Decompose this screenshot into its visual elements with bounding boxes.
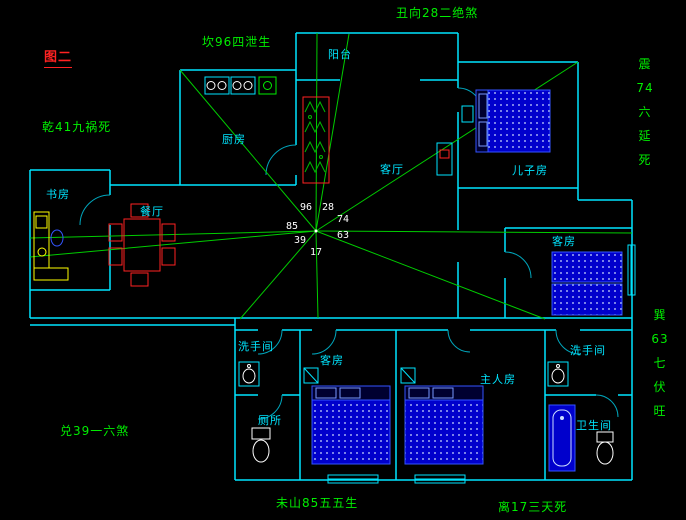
label-master-room: 主人房	[480, 373, 516, 386]
kitchen-sink	[258, 76, 277, 95]
sink-washroom-right	[547, 361, 569, 387]
sink-washroom-left	[238, 361, 260, 387]
label-dining: 餐厅	[140, 205, 164, 218]
bathtub	[548, 404, 576, 472]
nightstand-son-room	[461, 105, 474, 123]
bunk-beds-guest-right	[551, 251, 623, 316]
walls	[29, 32, 633, 481]
label-guest-room-bottom: 客房	[320, 354, 344, 367]
compass-number-28: 28	[322, 202, 335, 213]
label-washroom-right: 洗手间	[570, 344, 606, 357]
plant-screen	[302, 96, 330, 184]
compass-center-point	[314, 229, 318, 233]
label-balcony: 阳台	[328, 48, 352, 61]
compass-number-96: 96	[300, 202, 313, 213]
kitchen-stove	[204, 76, 256, 95]
study-desk	[33, 211, 69, 281]
label-toilet: 厕所	[258, 414, 282, 427]
bed-guest-bottom	[311, 385, 391, 465]
figure-label: 图二	[44, 50, 73, 68]
annotation-li: 离17三天死	[498, 500, 568, 514]
compass-number-74: 74	[337, 214, 350, 225]
annotation-xun: 巽 63 七 伏 旺	[651, 308, 669, 418]
label-guest-room-right: 客房	[552, 235, 576, 248]
compass-number-63: 63	[337, 230, 350, 241]
windows	[327, 244, 636, 484]
label-study: 书房	[46, 188, 70, 201]
label-son-room: 儿子房	[512, 164, 548, 177]
desk-chair	[50, 229, 64, 247]
toilet-bathroom	[596, 431, 614, 465]
annotation-qian: 乾41九祸死	[42, 120, 112, 134]
label-washroom-left: 洗手间	[238, 340, 274, 353]
annotation-dui: 兑39一六煞	[60, 424, 130, 438]
annotation-kan: 坎96四泄生	[202, 35, 272, 49]
compass-number-17: 17	[310, 247, 323, 258]
annotation-chou: 丑向28二绝煞	[396, 6, 479, 20]
label-kitchen: 厨房	[222, 133, 246, 146]
label-bathroom: 卫生间	[576, 419, 612, 432]
compass-lines	[29, 32, 633, 320]
tv-cabinet	[436, 142, 453, 176]
compass-number-85: 85	[286, 221, 299, 232]
compass-number-39: 39	[294, 235, 307, 246]
bed-son-room	[475, 89, 551, 153]
annotation-wei: 未山85五五生	[276, 496, 359, 510]
label-living-room: 客厅	[380, 163, 404, 176]
door-arcs	[79, 87, 619, 420]
cabinets	[303, 367, 416, 384]
toilet-wc	[251, 427, 271, 463]
bed-master-room	[404, 385, 484, 465]
annotation-zhen: 震 74 六 延 死	[636, 57, 654, 167]
dining-table-set	[108, 203, 176, 287]
